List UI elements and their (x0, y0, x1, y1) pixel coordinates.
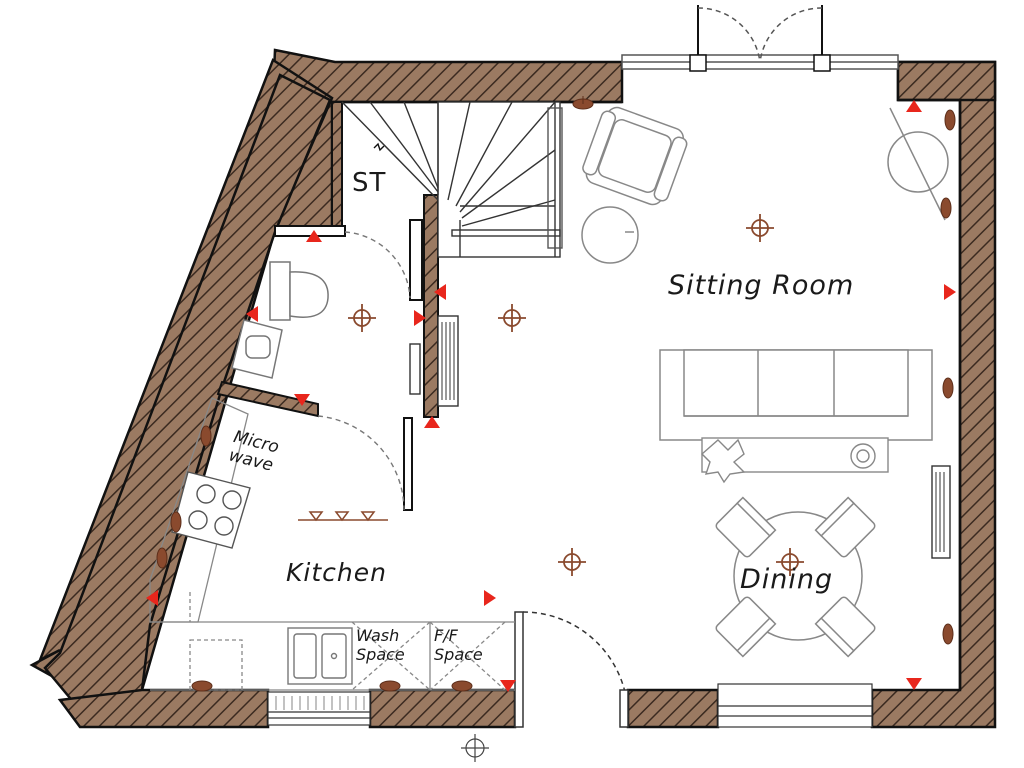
marker-triangle (434, 284, 446, 300)
dining-set (715, 496, 876, 658)
socket-symbol (200, 425, 212, 447)
bottom-window-left (267, 691, 371, 726)
wall-bottom-right-a (626, 688, 720, 729)
light-symbol (776, 548, 804, 576)
marker-triangle (246, 306, 258, 322)
marker-triangle (944, 284, 956, 300)
marker-triangle (424, 416, 440, 428)
socket-symbol (942, 623, 954, 645)
pendant-light-bar (298, 511, 388, 522)
kitchen-door (317, 415, 405, 511)
marker-triangle (306, 230, 322, 242)
sofa (659, 349, 933, 441)
light-symbol (498, 304, 526, 332)
socket-symbol (940, 197, 952, 219)
armchair (582, 106, 688, 206)
wall-bottom-left (57, 688, 270, 729)
radiators (409, 315, 951, 559)
marker-triangle (414, 310, 426, 326)
front-door (514, 611, 629, 728)
wall-top-right (896, 60, 997, 102)
bathroom-door (344, 231, 411, 299)
light-symbol (558, 548, 586, 576)
wall-left-slanted-main (43, 73, 332, 712)
marker-triangle (906, 678, 922, 690)
light-symbol (348, 304, 376, 332)
french-doors (621, 5, 899, 72)
toilet (269, 261, 329, 321)
socket-symbol (170, 511, 182, 533)
bottom-window-right (717, 683, 873, 728)
floor-lamp (887, 107, 949, 221)
sockets (156, 96, 956, 692)
side-table-round (581, 206, 639, 264)
marker-triangle (906, 100, 922, 112)
wall-bottom-middle (368, 688, 517, 729)
socket-symbol (156, 547, 168, 569)
kitchen-sink (287, 627, 353, 685)
marker-triangle (484, 590, 496, 606)
red-markers (146, 100, 956, 692)
external-walls (29, 48, 997, 729)
socket-symbol (942, 377, 954, 399)
light-symbol (746, 214, 774, 242)
staircase (341, 101, 563, 258)
marker-triangle (500, 680, 516, 692)
ceiling-lights (348, 214, 804, 576)
wash-basin (231, 319, 283, 379)
socket-symbol (572, 96, 594, 110)
socket-symbol (944, 109, 956, 131)
socket-symbol (451, 680, 473, 692)
socket-symbol (379, 680, 401, 692)
socket-symbol (191, 680, 213, 692)
marker-triangle (146, 590, 158, 606)
internal-walls (216, 101, 439, 511)
coffee-table (700, 437, 889, 484)
marker-triangle (294, 394, 310, 406)
compass-symbol (461, 734, 489, 762)
